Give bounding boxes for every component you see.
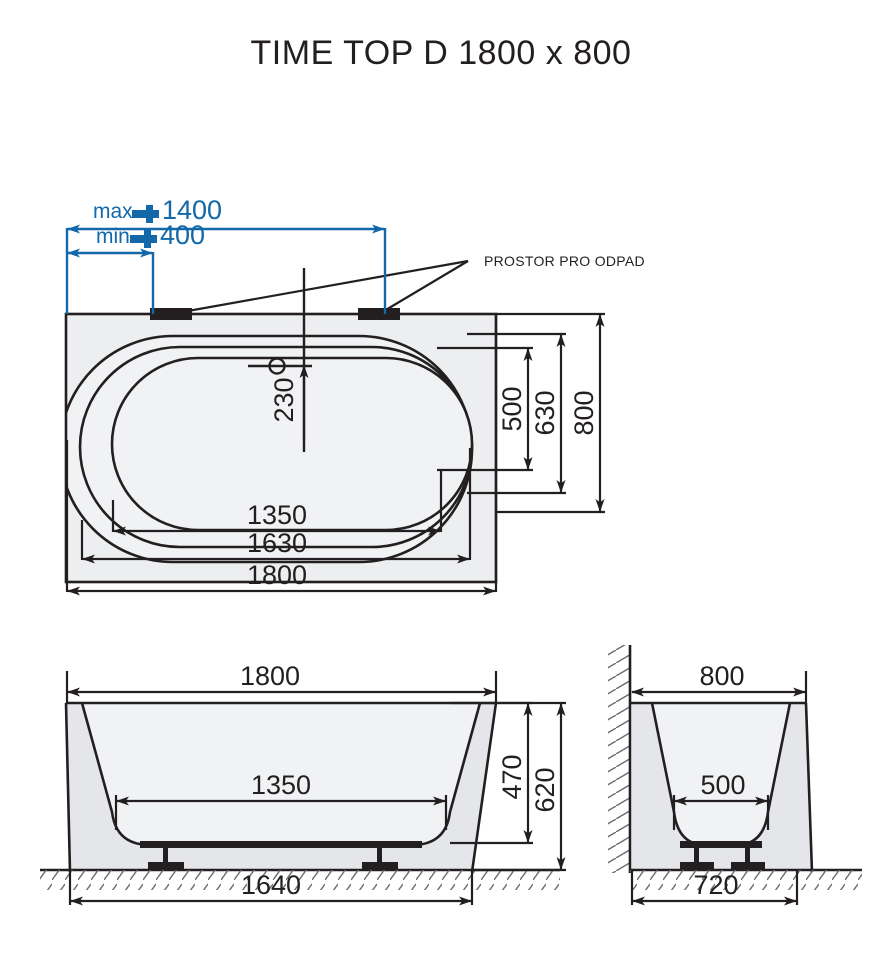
drain-space-label: PROSTOR PRO ODPAD xyxy=(484,253,645,269)
drain-leader-left xyxy=(170,259,469,316)
top-view: PROSTOR PRO ODPAD 230 max 1400 min 400 xyxy=(64,195,645,596)
dim-800-label: 800 xyxy=(569,390,599,435)
faucet-icon-min xyxy=(130,230,157,248)
side-floor-hatch xyxy=(630,870,862,890)
side-wall-hatch xyxy=(608,645,630,873)
dim-1630-label: 1630 xyxy=(247,528,307,558)
side-foot-left xyxy=(680,862,714,870)
front-dim-1640-label: 1640 xyxy=(241,870,301,900)
dim-630-label: 630 xyxy=(530,390,560,435)
front-tub-cavity xyxy=(82,703,480,845)
side-leg-left xyxy=(694,848,699,870)
side-dim-500-label: 500 xyxy=(700,770,745,800)
page-title: TIME TOP D 1800 x 800 xyxy=(250,34,632,72)
side-tub-cavity xyxy=(652,703,790,845)
side-right-skirt-edge xyxy=(804,702,814,873)
front-left-skirt-edge xyxy=(64,702,72,873)
faucet-icon-max xyxy=(132,205,159,223)
side-leg-right xyxy=(745,848,750,870)
dim-1800-label: 1800 xyxy=(247,560,307,590)
front-foot-left xyxy=(148,862,184,870)
drain-leader-right xyxy=(378,260,469,315)
dim-max-1400-label: 1400 xyxy=(162,195,222,225)
front-foot-right xyxy=(362,862,398,870)
side-dim-800-label: 800 xyxy=(699,661,744,691)
dim-1350-label: 1350 xyxy=(247,500,307,530)
dim-230-label: 230 xyxy=(269,377,299,422)
drain-circle xyxy=(268,357,286,375)
front-bottom-slab xyxy=(140,841,422,848)
side-dim-720-label: 720 xyxy=(693,870,738,900)
side-foot-right xyxy=(731,862,765,870)
dim-500-label: 500 xyxy=(497,386,527,431)
front-dim-1350-label: 1350 xyxy=(251,770,311,800)
front-floor-hatch xyxy=(40,870,560,890)
front-dim-470-label: 470 xyxy=(497,754,527,799)
front-dim-1800-label: 1800 xyxy=(240,661,300,691)
dim-max-prefix: max xyxy=(93,200,133,223)
front-leg-left xyxy=(163,848,168,870)
dim-min-prefix: min xyxy=(96,225,130,248)
front-dim-620-label: 620 xyxy=(530,767,560,812)
front-leg-right xyxy=(377,848,382,870)
side-bottom-slab xyxy=(680,841,762,848)
side-elevation: 800 500 720 xyxy=(608,645,862,906)
front-elevation: 1800 1350 1640 470 620 xyxy=(40,661,566,906)
dim-min-400-label: 400 xyxy=(160,220,205,250)
